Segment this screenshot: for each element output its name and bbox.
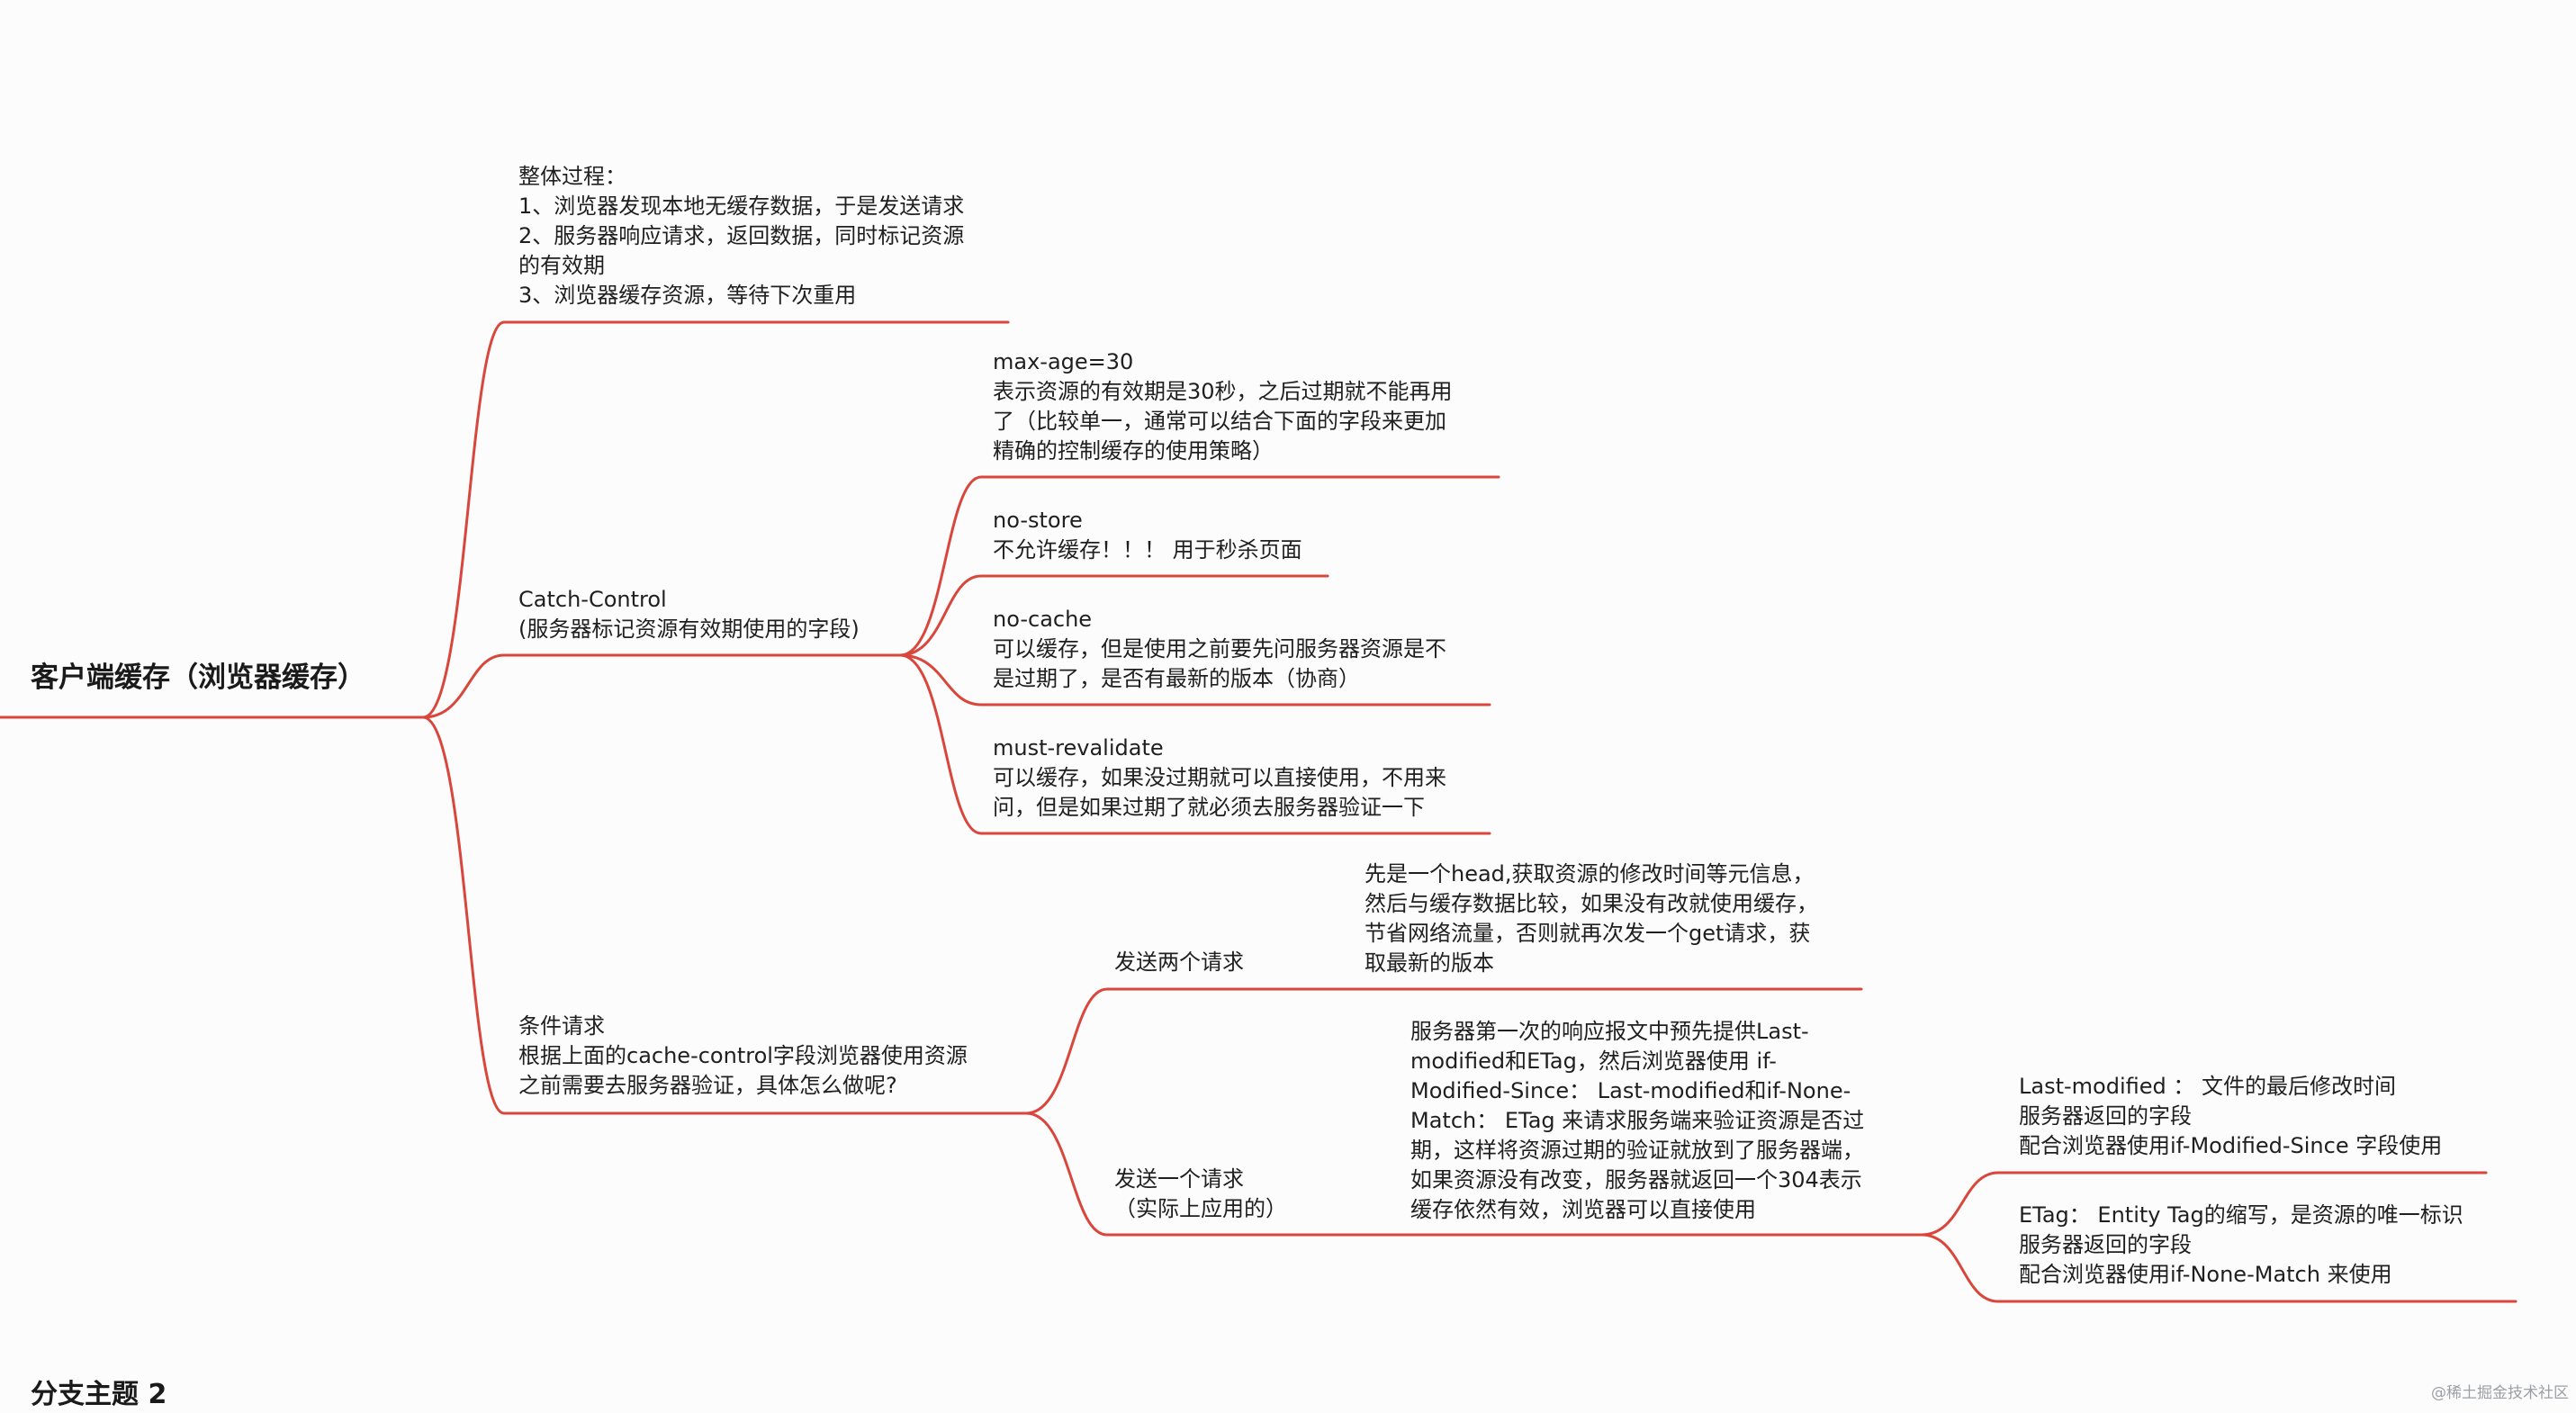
- node-cache-control[interactable]: Catch-Control (服务器标记资源有效期使用的字段): [518, 587, 860, 642]
- connector-cc-max-age: [898, 475, 1500, 657]
- connector-root-overall: [421, 320, 1010, 719]
- connector-root-conditional: [421, 716, 1028, 1115]
- connector-group: [0, 320, 2517, 1303]
- node-must-revalidate[interactable]: must-revalidate 可以缓存，如果没过期就可以直接使用，不用来 问，…: [993, 735, 1446, 820]
- node-two-requests-desc[interactable]: 先是一个head,获取资源的修改时间等元信息， 然后与缓存数据比较，如果没有改就…: [1365, 861, 1818, 976]
- connector-cc-must-revalidate: [898, 653, 1491, 835]
- connector-cond-two: [1024, 987, 1863, 1115]
- node-two-requests[interactable]: 发送两个请求: [1114, 950, 1244, 975]
- connector-cc-no-store: [898, 574, 1329, 657]
- branch-topic-2[interactable]: 分支主题 2: [31, 1379, 167, 1410]
- watermark: @稀土掘金技术社区: [2431, 1384, 2569, 1402]
- connector-one-etag: [1920, 1233, 2517, 1303]
- connector-root-cache-control: [421, 653, 902, 719]
- node-etag[interactable]: ETag： Entity Tag的缩写，是资源的唯一标识 服务器返回的字段 配合…: [2019, 1202, 2463, 1287]
- connector-cond-one: [1024, 1112, 1923, 1237]
- node-one-request-desc[interactable]: 服务器第一次的响应报文中预先提供Last- modified和ETag，然后浏览…: [1410, 1019, 1865, 1222]
- node-no-cache[interactable]: no-cache 可以缓存，但是使用之前要先问服务器资源是不 是过期了，是否有最…: [993, 607, 1446, 691]
- root-topic[interactable]: 客户端缓存（浏览器缓存）: [31, 662, 365, 694]
- node-last-modified[interactable]: Last-modified ： 文件的最后修改时间 服务器返回的字段 配合浏览器…: [2019, 1074, 2443, 1158]
- connector-cc-no-cache: [898, 653, 1491, 706]
- node-one-request[interactable]: 发送一个请求 （实际上应用的）: [1114, 1166, 1287, 1221]
- node-no-store[interactable]: no-store 不允许缓存！！！ 用于秒杀页面: [993, 508, 1302, 562]
- connector-one-last-modified: [1920, 1171, 2488, 1237]
- node-conditional-request[interactable]: 条件请求 根据上面的cache-control字段浏览器使用资源 之前需要去服务…: [518, 1013, 968, 1098]
- node-max-age[interactable]: max-age=30 表示资源的有效期是30秒，之后过期就不能再用 了（比较单一…: [993, 349, 1453, 464]
- node-overall-process[interactable]: 整体过程： 1、浏览器发现本地无缓存数据，于是发送请求 2、服务器响应请求，返回…: [518, 164, 965, 308]
